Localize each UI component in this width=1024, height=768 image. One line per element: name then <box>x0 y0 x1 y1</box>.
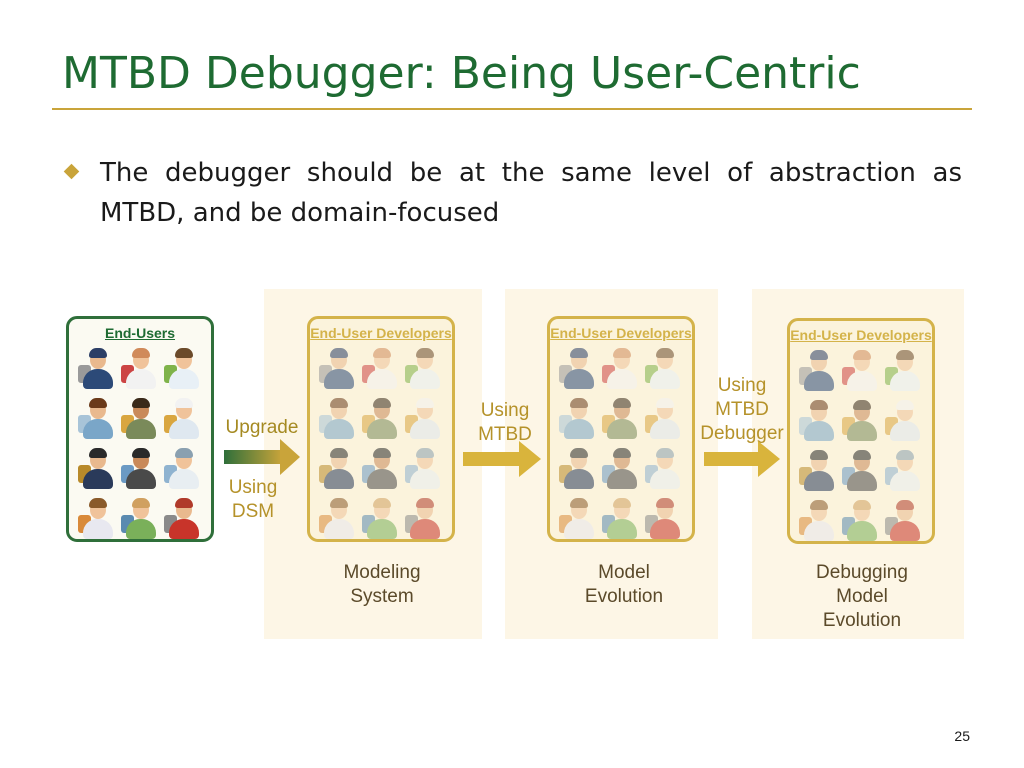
people-grid <box>77 343 205 543</box>
developers-card-1: End-User Developers <box>307 316 455 542</box>
slide-title: MTBD Debugger: Being User-Centric <box>62 48 861 99</box>
lawyer-icon <box>77 443 119 493</box>
upgrade-arrow <box>224 439 300 475</box>
lawyer-icon <box>318 443 360 493</box>
mechanic-icon <box>884 495 926 545</box>
pet-owner-icon <box>558 493 600 543</box>
chef-icon <box>601 343 643 393</box>
arrow-shaft <box>704 452 760 466</box>
people-grid <box>798 345 926 545</box>
scientist-icon <box>163 343 205 393</box>
engineer-icon <box>884 445 926 495</box>
page-number: 25 <box>954 728 970 744</box>
teacher-icon <box>361 493 403 543</box>
people-grid <box>558 343 686 543</box>
pet-owner-icon <box>798 495 840 545</box>
lawyer-icon <box>558 443 600 493</box>
model-evolution-caption: Model Evolution <box>584 562 664 607</box>
arrow-shaft <box>463 452 521 466</box>
debugger-arrow <box>704 441 780 477</box>
telecom-worker-icon <box>318 393 360 443</box>
businessman-icon <box>601 443 643 493</box>
telecom-worker-icon <box>798 395 840 445</box>
end-users-card: End-Users <box>66 316 214 542</box>
developers-card-2: End-User Developers <box>547 316 695 542</box>
arrow-head <box>758 441 780 477</box>
police-officer-icon <box>77 343 119 393</box>
using-dsm-label: Using DSM <box>228 477 278 522</box>
bullet-text: The debugger should be at the same level… <box>100 158 962 228</box>
nurse-icon <box>884 395 926 445</box>
nurse-icon <box>404 393 446 443</box>
accountant-icon <box>601 393 643 443</box>
teacher-icon <box>120 493 162 543</box>
engineer-icon <box>163 443 205 493</box>
police-officer-icon <box>318 343 360 393</box>
chef-icon <box>841 345 883 395</box>
developers-label: End-User Developers <box>310 325 452 341</box>
engineer-icon <box>404 443 446 493</box>
bullet-diamond-icon <box>63 163 80 180</box>
pet-owner-icon <box>318 493 360 543</box>
businessman-icon <box>841 445 883 495</box>
modeling-system-caption: Modeling System <box>343 562 421 607</box>
developers-card-3: End-User Developers <box>787 318 935 544</box>
developers-label: End-User Developers <box>790 327 932 343</box>
nurse-icon <box>644 393 686 443</box>
businessman-icon <box>361 443 403 493</box>
telecom-worker-icon <box>77 393 119 443</box>
mechanic-icon <box>163 493 205 543</box>
upgrade-label: Upgrade <box>225 417 299 438</box>
developers-label: End-User Developers <box>550 325 692 341</box>
teacher-icon <box>841 495 883 545</box>
arrow-head <box>280 439 300 475</box>
mtbd-arrow <box>463 441 541 477</box>
scientist-icon <box>884 345 926 395</box>
chef-icon <box>120 343 162 393</box>
lawyer-icon <box>798 445 840 495</box>
chef-icon <box>361 343 403 393</box>
engineer-icon <box>644 443 686 493</box>
police-officer-icon <box>798 345 840 395</box>
people-grid <box>318 343 446 543</box>
scientist-icon <box>644 343 686 393</box>
accountant-icon <box>361 393 403 443</box>
end-users-label: End-Users <box>104 325 176 341</box>
telecom-worker-icon <box>558 393 600 443</box>
arrow-shaft <box>224 450 282 464</box>
using-mtbd-label: Using MTBD <box>478 400 532 445</box>
accountant-icon <box>841 395 883 445</box>
police-officer-icon <box>558 343 600 393</box>
mechanic-icon <box>644 493 686 543</box>
scientist-icon <box>404 343 446 393</box>
title-divider <box>52 108 972 110</box>
arrow-head <box>519 441 541 477</box>
teacher-icon <box>601 493 643 543</box>
using-debugger-label: Using MTBD Debugger <box>700 375 784 444</box>
businessman-icon <box>120 443 162 493</box>
accountant-icon <box>120 393 162 443</box>
nurse-icon <box>163 393 205 443</box>
mechanic-icon <box>404 493 446 543</box>
debugging-caption: Debugging Model Evolution <box>816 562 908 631</box>
pet-owner-icon <box>77 493 119 543</box>
